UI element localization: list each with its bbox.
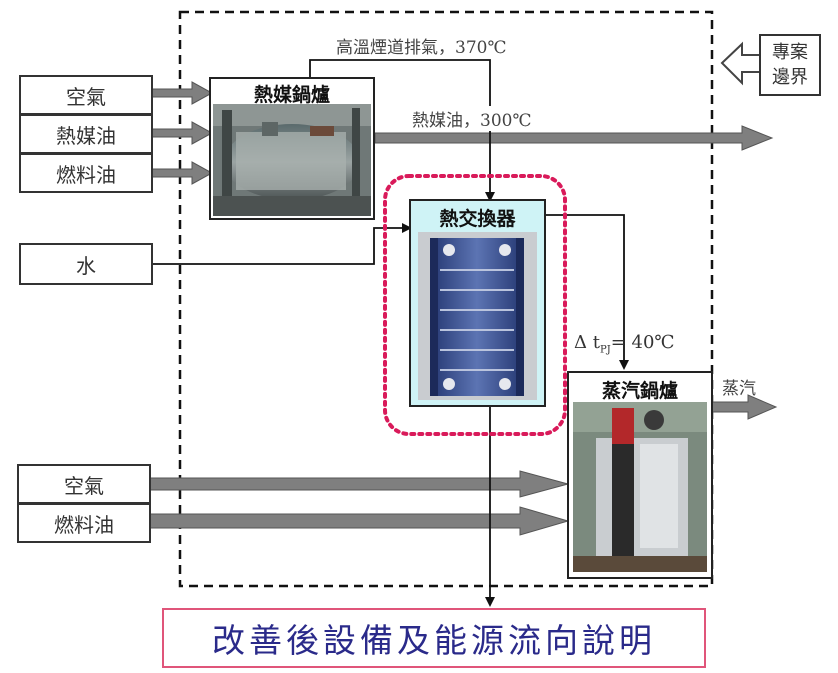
input-label-air-top: 空氣 bbox=[66, 84, 106, 109]
input-label-air-bottom: 空氣 bbox=[64, 473, 104, 498]
steam-boiler-photo bbox=[573, 402, 707, 572]
delta-t-subscript: PJ bbox=[599, 344, 611, 356]
heat-exchanger-highlight bbox=[383, 174, 567, 436]
thermal-oil-out-arrow bbox=[374, 125, 774, 151]
input-label-thermal-oil: 熱媒油 bbox=[56, 123, 116, 148]
input-arrows-steam-boiler bbox=[149, 470, 570, 536]
steam-label: 蒸汽 bbox=[722, 379, 756, 399]
input-label-water: 水 bbox=[76, 253, 96, 278]
input-label-fuel-oil-bottom: 燃料油 bbox=[54, 512, 114, 537]
hx-to-steam-boiler-line bbox=[545, 214, 629, 370]
thermal-oil-out-label: 熱媒油，300℃ bbox=[410, 106, 534, 131]
steam-boiler-title: 蒸汽鍋爐 bbox=[601, 380, 678, 402]
steam-out-arrow bbox=[711, 394, 778, 420]
boundary-pointer-arrow bbox=[720, 41, 761, 86]
input-box-borders bbox=[17, 75, 153, 543]
project-boundary-label: 專案邊界 bbox=[772, 42, 808, 88]
delta-t-label: Δ tPJ= 40℃ bbox=[574, 332, 675, 356]
input-label-fuel-oil-top: 燃料油 bbox=[56, 162, 116, 187]
heat-exchanger-photo bbox=[418, 232, 537, 400]
delta-t-symbol: Δ t bbox=[574, 332, 600, 353]
oil-boiler-photo bbox=[213, 104, 371, 216]
delta-t-value: = 40℃ bbox=[610, 332, 675, 353]
boundary-label-box bbox=[759, 34, 821, 96]
water-line bbox=[152, 223, 412, 265]
diagram-caption: 改善後設備及能源流向說明 bbox=[162, 608, 706, 668]
oil-boiler-title: 熱媒鍋爐 bbox=[253, 84, 330, 106]
input-arrows-oil-boiler bbox=[151, 81, 214, 185]
flue-gas-label: 高溫煙道排氣，370℃ bbox=[336, 38, 507, 58]
project-boundary-box bbox=[178, 10, 714, 588]
heat-exchanger-title: 熱交換器 bbox=[439, 208, 516, 230]
